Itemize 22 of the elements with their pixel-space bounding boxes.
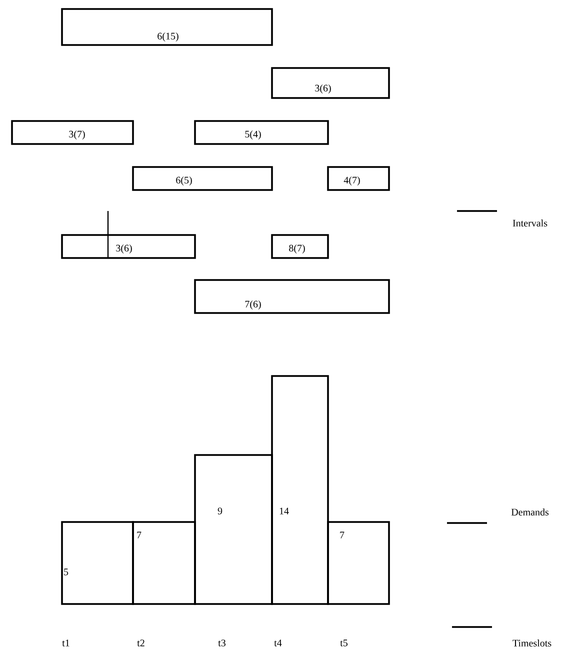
timeslot-label: t2 bbox=[137, 640, 144, 646]
timeslot-label: t3 bbox=[218, 640, 226, 646]
demand-bar: 5 bbox=[61, 521, 134, 605]
interval-box: 6(15) bbox=[61, 8, 273, 46]
timeslot-label: t5 bbox=[340, 640, 348, 646]
legend-label: Demands bbox=[511, 508, 549, 516]
interval-box: 7(6) bbox=[194, 279, 390, 314]
demand-bar: 7 bbox=[132, 521, 196, 605]
interval-box: 3(6) bbox=[61, 234, 196, 259]
demand-bar: 7 bbox=[327, 521, 390, 605]
timeslot-label: t4 bbox=[274, 640, 282, 646]
demand-bar: 14 bbox=[271, 375, 329, 605]
interval-box: 8(7) bbox=[271, 234, 329, 259]
interval-box: 3(6) bbox=[271, 67, 390, 99]
legend-label: Timeslots bbox=[512, 639, 552, 647]
legend-label: Intervals bbox=[512, 219, 548, 227]
interval-box: 4(7) bbox=[327, 166, 390, 191]
interval-box: 3(7) bbox=[11, 120, 134, 145]
interval-box: 6(5) bbox=[132, 166, 273, 191]
interval-box: 5(4) bbox=[194, 120, 329, 145]
timeslot-label: t1 bbox=[62, 640, 70, 646]
demand-bar: 9 bbox=[194, 454, 273, 605]
